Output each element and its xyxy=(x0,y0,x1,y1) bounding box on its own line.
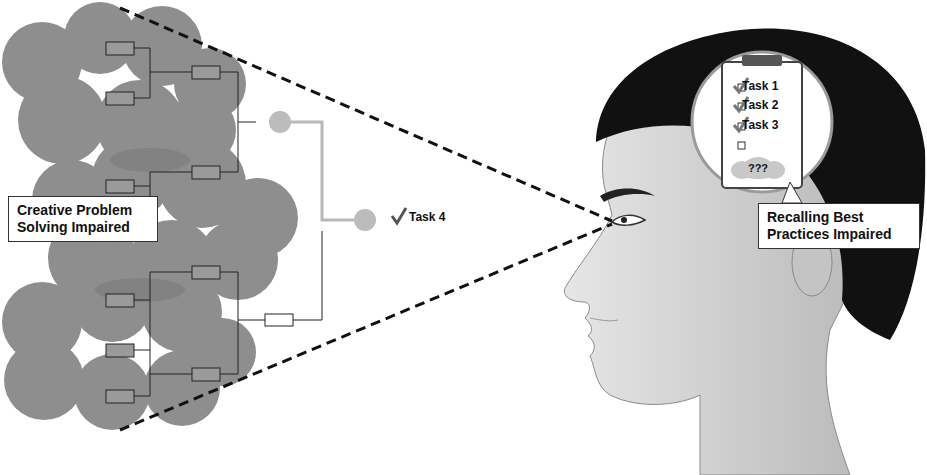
callout-pointer xyxy=(782,182,802,203)
clipboard xyxy=(722,62,802,188)
recall-callout: Recalling Best Practices Impaired xyxy=(758,203,920,249)
decision-tree-lines xyxy=(134,48,322,396)
node-text: Task 2 xyxy=(742,98,778,112)
path-dot xyxy=(354,209,376,231)
clipboard-list: Task 1 Task 2 Task 3??? xyxy=(722,62,802,188)
unknown-task-cloud: ??? xyxy=(730,156,786,180)
node-text: ??? xyxy=(730,156,786,180)
clipboard-clip xyxy=(742,55,782,66)
chosen-path xyxy=(291,122,354,220)
hair xyxy=(596,29,925,341)
node-text: Task 3 xyxy=(742,118,778,132)
sight-line xyxy=(120,8,612,430)
node-text: Task 1 xyxy=(742,79,778,93)
pupil xyxy=(621,217,627,223)
path-dot xyxy=(269,111,291,133)
check-mark xyxy=(392,208,406,223)
node-text: Creative Problem Solving Impaired xyxy=(17,202,149,236)
node-text: Recalling Best Practices Impaired xyxy=(767,209,911,243)
eyebrow xyxy=(600,189,655,203)
eye xyxy=(612,215,645,225)
memory-inset xyxy=(692,52,832,192)
mouth-line xyxy=(590,318,618,321)
tree-box xyxy=(265,314,293,326)
task-label: Task 4 xyxy=(409,210,445,224)
problem-solving-label: Creative Problem Solving Impaired xyxy=(8,196,158,242)
